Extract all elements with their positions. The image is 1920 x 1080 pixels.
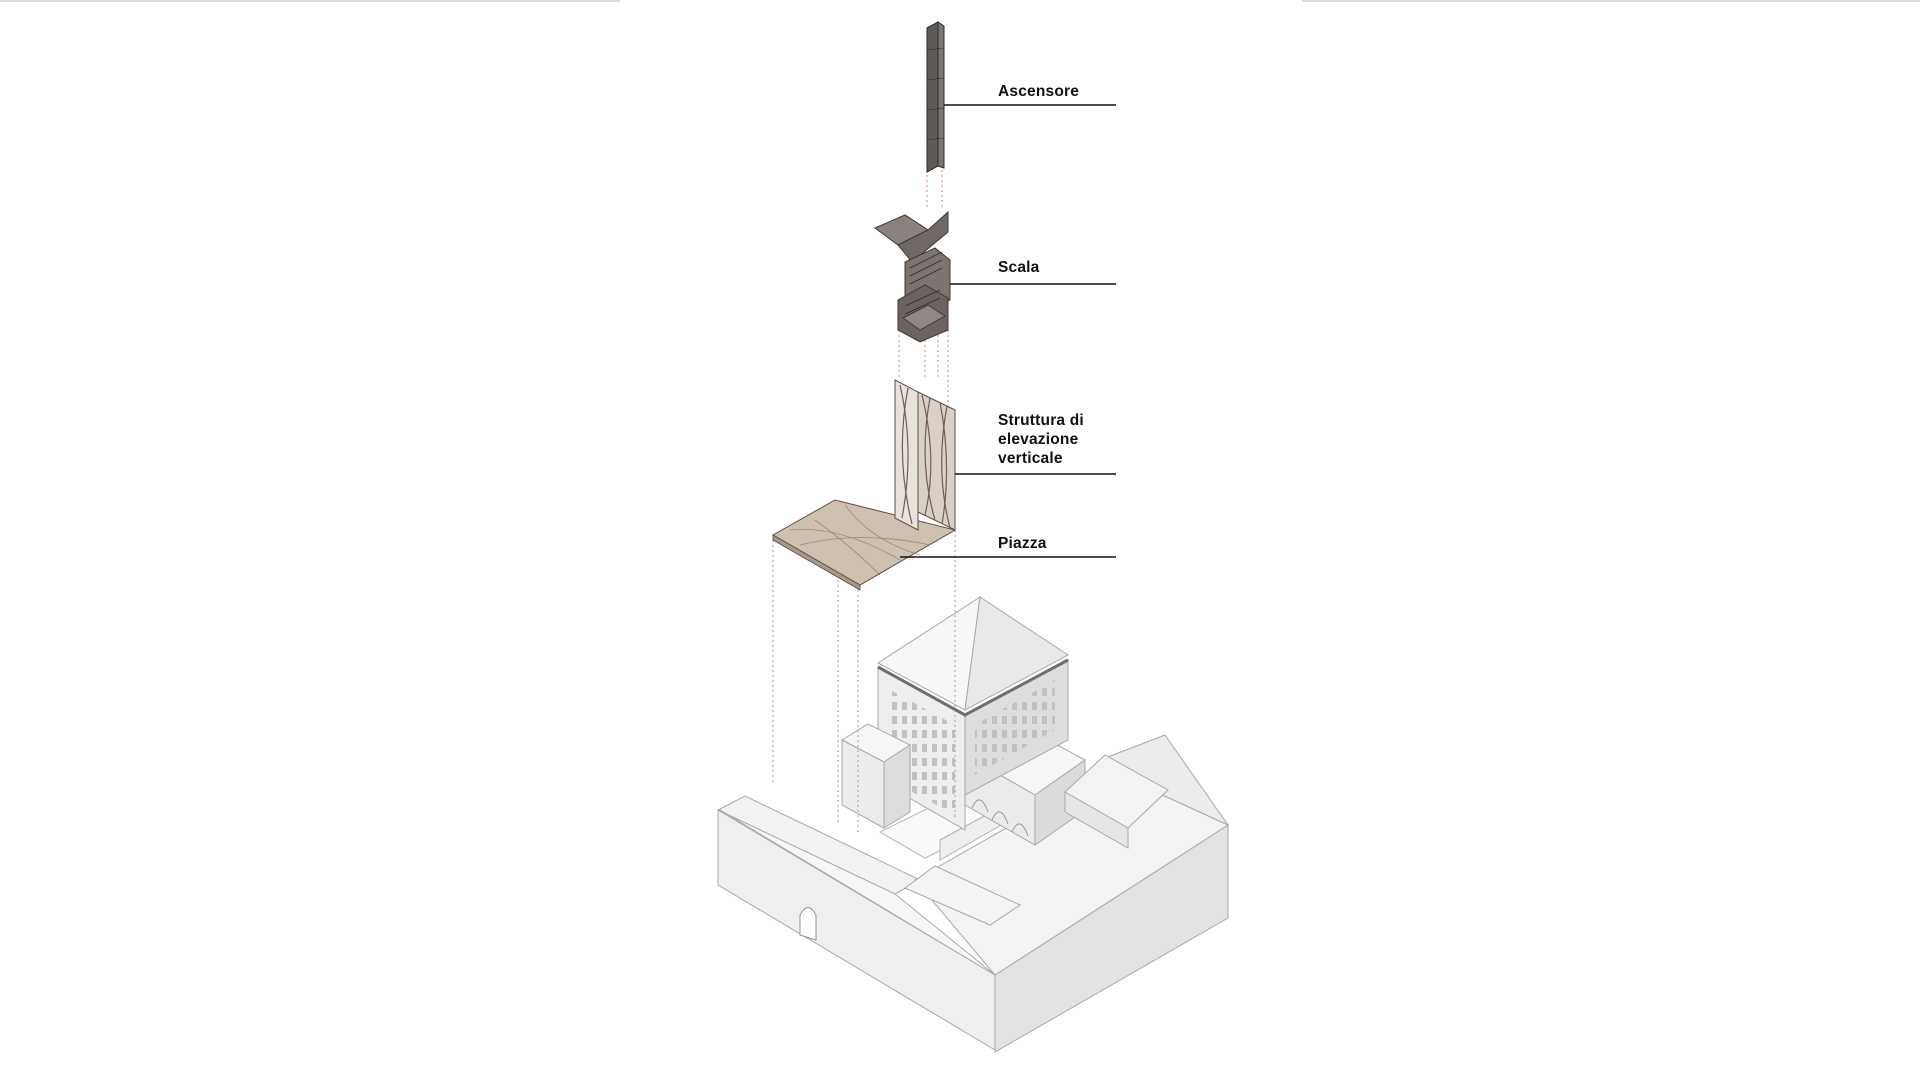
loggia-arches bbox=[971, 799, 1029, 837]
label-ascensore-text: Ascensore bbox=[998, 83, 1080, 100]
label-struttura-line-3: verticale bbox=[998, 450, 1063, 467]
stair-structure bbox=[874, 210, 951, 343]
tower-window-grid-right bbox=[975, 680, 1055, 775]
castle-building bbox=[716, 595, 1230, 1053]
lattice-diagonals bbox=[899, 384, 951, 529]
label-scala-text: Scala bbox=[998, 259, 1040, 276]
label-struttura-elevazione-verticale: Struttura di elevazione verticale bbox=[998, 411, 1084, 468]
leader-lines bbox=[900, 104, 1116, 558]
label-scala: Scala bbox=[998, 258, 1040, 277]
elevator-frame-lines bbox=[926, 47, 945, 141]
plaza-texture bbox=[789, 504, 931, 576]
stair-bottom-landing bbox=[902, 304, 946, 331]
lattice-front-face bbox=[894, 379, 919, 531]
tower-roof-right bbox=[964, 596, 1069, 711]
top-border-left bbox=[0, 0, 620, 2]
stair-treads bbox=[904, 251, 943, 315]
label-piazza: Piazza bbox=[998, 534, 1047, 553]
annex-side-wall bbox=[883, 744, 911, 829]
label-piazza-text: Piazza bbox=[998, 535, 1047, 552]
label-ascensore: Ascensore bbox=[998, 82, 1079, 101]
label-struttura-line-2: elevazione bbox=[998, 431, 1079, 448]
plaza-front-edge bbox=[772, 534, 861, 591]
elevator-shaft bbox=[926, 21, 945, 173]
courtyard-low-wing-roof bbox=[904, 865, 1022, 926]
elevator-front-face bbox=[926, 21, 939, 173]
top-border-right bbox=[1302, 0, 1920, 2]
tower-cornice bbox=[877, 658, 1069, 717]
stair-upper-flight bbox=[897, 210, 949, 263]
lattice-side-face bbox=[917, 391, 956, 531]
elevator-side-face bbox=[937, 21, 945, 169]
vertical-lattice-structure bbox=[894, 379, 956, 531]
east-wing-wall bbox=[1064, 791, 1129, 849]
label-struttura-line-1: Struttura di bbox=[998, 412, 1084, 429]
arched-doorway bbox=[799, 907, 817, 941]
